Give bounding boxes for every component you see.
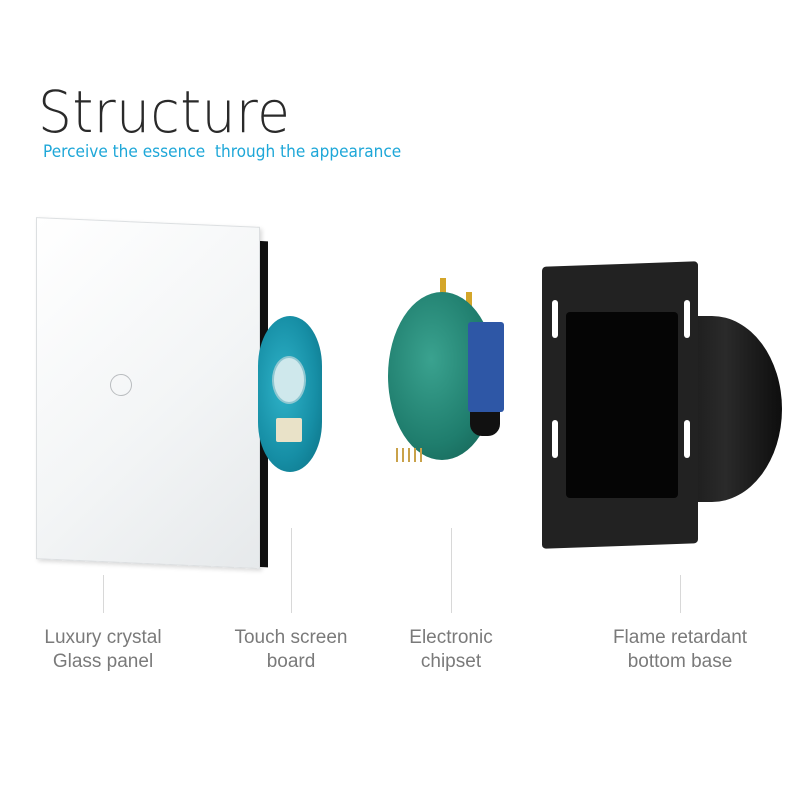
label-chipset: Electronic chipset xyxy=(351,626,551,674)
leader-line xyxy=(451,528,452,613)
label-line: Touch screen xyxy=(234,627,348,648)
mount-slot xyxy=(684,300,690,338)
label-line: chipset xyxy=(420,651,482,672)
leader-line xyxy=(291,528,292,613)
chipset-pins xyxy=(396,448,426,462)
label-line: Luxury crystal xyxy=(44,627,162,648)
leader-line xyxy=(103,575,104,613)
label-bottom-base: Flame retardant bottom base xyxy=(580,626,780,674)
page-subtitle: Perceive the essence through the appeara… xyxy=(43,142,402,161)
label-line: Glass panel xyxy=(52,651,154,672)
mount-slot xyxy=(552,420,558,458)
label-line: board xyxy=(266,651,316,672)
label-line: Electronic xyxy=(409,627,493,648)
screw-terminal xyxy=(440,278,446,304)
glass-panel-front xyxy=(36,217,260,569)
mount-slot xyxy=(684,420,690,458)
base-opening xyxy=(566,312,678,498)
touch-pad xyxy=(272,356,306,404)
leader-line xyxy=(680,575,681,613)
label-glass-panel: Luxury crystal Glass panel xyxy=(3,626,203,674)
mount-slot xyxy=(552,300,558,338)
chipset-relay xyxy=(468,322,504,412)
touch-button-icon xyxy=(110,374,132,396)
chipset-capacitor xyxy=(470,412,500,436)
label-touch-board: Touch screen board xyxy=(191,626,391,674)
touch-board-chip xyxy=(276,418,302,442)
label-line: Flame retardant xyxy=(612,627,748,648)
page-title: Structure xyxy=(38,78,291,146)
label-line: bottom base xyxy=(627,651,733,672)
